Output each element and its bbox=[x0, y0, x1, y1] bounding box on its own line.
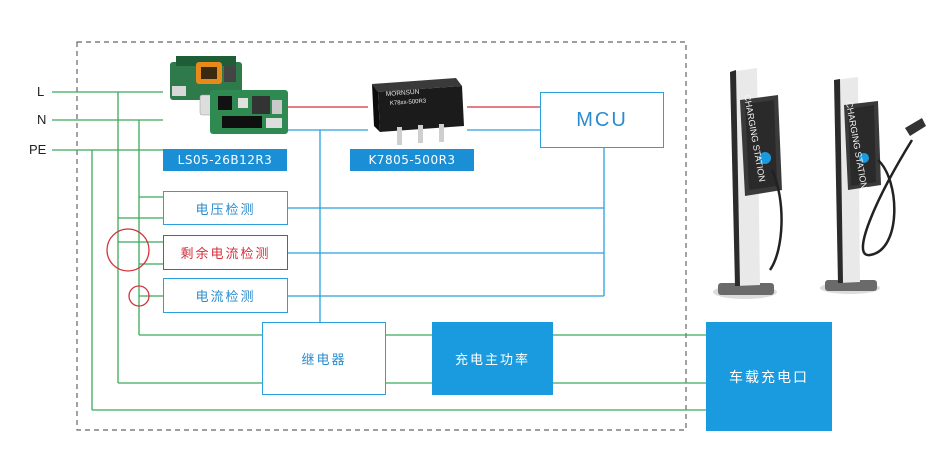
dcdc-chip-brand: MORNSUN bbox=[386, 89, 420, 98]
dashed-enclosure bbox=[76, 41, 687, 431]
mcu-box: MCU bbox=[540, 92, 664, 148]
vehicle-charging-port-box: 车载充电口 bbox=[706, 322, 832, 431]
line-l-label: L bbox=[37, 84, 45, 99]
acdc-module-tag: LS05-26B12R3 bbox=[163, 149, 287, 171]
charging-station-left bbox=[713, 68, 783, 299]
acdc-module-image bbox=[170, 56, 288, 134]
current-sensor-ring bbox=[128, 285, 150, 307]
residual-current-sensor-ring bbox=[106, 228, 150, 272]
dcdc-module-tag: K7805-500R3 bbox=[350, 149, 474, 171]
line-n-label: N bbox=[37, 112, 47, 127]
relay-box: 继电器 bbox=[262, 322, 386, 395]
green-wiring bbox=[52, 91, 706, 411]
current-detect-box: 电流检测 bbox=[163, 278, 288, 313]
dcdc-chip-part: K78xx-500R3 bbox=[390, 98, 427, 107]
charging-station-right bbox=[820, 77, 926, 294]
blue-wiring bbox=[287, 129, 605, 322]
dcdc-module-image bbox=[372, 78, 464, 145]
charging-power-box: 充电主功率 bbox=[432, 322, 553, 395]
residual-current-detect-box: 剩余电流检测 bbox=[163, 235, 288, 270]
voltage-detect-box: 电压检测 bbox=[163, 191, 288, 225]
line-pe-label: PE bbox=[29, 142, 47, 157]
